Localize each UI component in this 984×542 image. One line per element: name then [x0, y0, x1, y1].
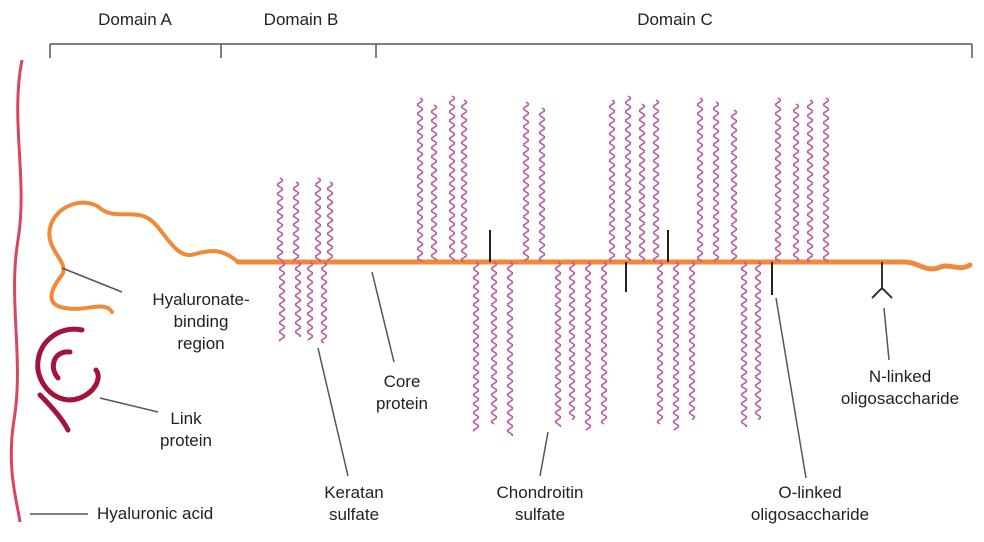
gag-chain [822, 97, 830, 263]
leader-n-linked [883, 307, 890, 361]
hyaluronate-binding-region-label: Hyaluronate- binding region [134, 289, 268, 355]
gag-chain [554, 261, 562, 427]
link-protein-label-line-2: protein [160, 431, 212, 450]
gag-chain [538, 107, 546, 262]
link-protein-label: Link protein [148, 408, 224, 452]
n-linked-oligosaccharide-mark [871, 262, 893, 299]
leader-lines [30, 267, 890, 515]
gag-chain [416, 97, 424, 263]
core-protein-label-line-2: protein [376, 394, 428, 413]
leader-keratan [317, 347, 349, 477]
gag-chain [712, 101, 720, 262]
chondroitin-label-line-1: Chondroitin [496, 483, 584, 502]
chondroitin-label-line-2: sulfate [514, 505, 566, 524]
chondroitin-sulfate-label: Chondroitin sulfate [470, 482, 610, 526]
leader-chondroitin [539, 431, 549, 477]
gag-chain [696, 97, 704, 263]
gag-chain [688, 261, 696, 421]
gag-chain [792, 103, 800, 263]
leader-hyaluronate [61, 267, 123, 293]
o-linked-label-line-2: oligosaccharide [750, 505, 870, 524]
hyaluronate-binding-region [47, 200, 240, 314]
gag-chain [568, 261, 576, 421]
n-linked-oligosaccharide-label: N-linked oligosaccharide [822, 366, 978, 410]
gag-chain [294, 261, 302, 337]
core-protein-label: Core protein [362, 371, 442, 415]
gag-chain [320, 261, 328, 344]
gag-chain [448, 95, 456, 261]
gag-chain [306, 261, 314, 341]
link-protein-shape [35, 326, 101, 403]
gag-chain [806, 99, 814, 263]
domain-c-label: Domain C [637, 10, 713, 29]
link-protein-label-line-1: Link [170, 409, 202, 428]
gag-chain [652, 99, 660, 263]
gag-chain [740, 261, 748, 427]
gag-chain [506, 261, 514, 436]
gag-chain [278, 261, 286, 342]
gag-chain [656, 261, 664, 425]
hyaluronate-label-line-2: binding [173, 312, 229, 331]
gag-chain [754, 261, 762, 421]
gag-chain [314, 177, 322, 262]
gag-chain [326, 181, 334, 262]
hyaluronate-label-line-1: Hyaluronate- [152, 290, 250, 309]
gag-chain [472, 261, 480, 432]
gag-chain [600, 261, 608, 425]
keratan-label-line-2: sulfate [328, 505, 380, 524]
o-linked-ticks [489, 230, 773, 295]
gag-chain [638, 103, 646, 263]
link-protein-tail [37, 392, 71, 433]
core-protein-axis [235, 259, 973, 272]
o-linked-oligosaccharide-label: O-linked oligosaccharide [732, 482, 888, 526]
keratan-sulfate-label: Keratan sulfate [306, 482, 402, 526]
hyaluronate-label-line-3: region [177, 334, 225, 353]
leader-core-protein [371, 271, 395, 363]
gag-chain [460, 99, 468, 263]
keratan-label-line-1: Keratan [324, 483, 384, 502]
hyaluronic-acid-label: Hyaluronic acid [97, 504, 214, 523]
domain-b-label: Domain B [263, 10, 339, 29]
gag-chain [522, 101, 530, 262]
gag-chain [584, 261, 592, 431]
leader-link-protein [99, 397, 159, 413]
gag-chain [730, 109, 738, 262]
gag-chain [430, 104, 438, 261]
glycosaminoglycan-chains [276, 95, 830, 436]
n-linked-label-line-1: N-linked [868, 367, 932, 386]
gag-chain [774, 97, 782, 263]
gag-chain [672, 261, 680, 431]
gag-chain [608, 99, 616, 263]
gag-chain [276, 177, 284, 262]
o-linked-label-line-1: O-linked [778, 483, 842, 502]
n-linked-label-line-2: oligosaccharide [840, 389, 960, 408]
hyaluronic-acid-strand [9, 59, 24, 523]
core-protein-label-line-1: Core [383, 372, 421, 391]
domain-brackets [49, 43, 973, 58]
domain-a-label: Domain A [98, 10, 172, 29]
leader-o-linked [775, 297, 807, 479]
gag-chain [292, 181, 300, 262]
gag-chain [490, 261, 498, 425]
gag-chain [624, 95, 632, 261]
